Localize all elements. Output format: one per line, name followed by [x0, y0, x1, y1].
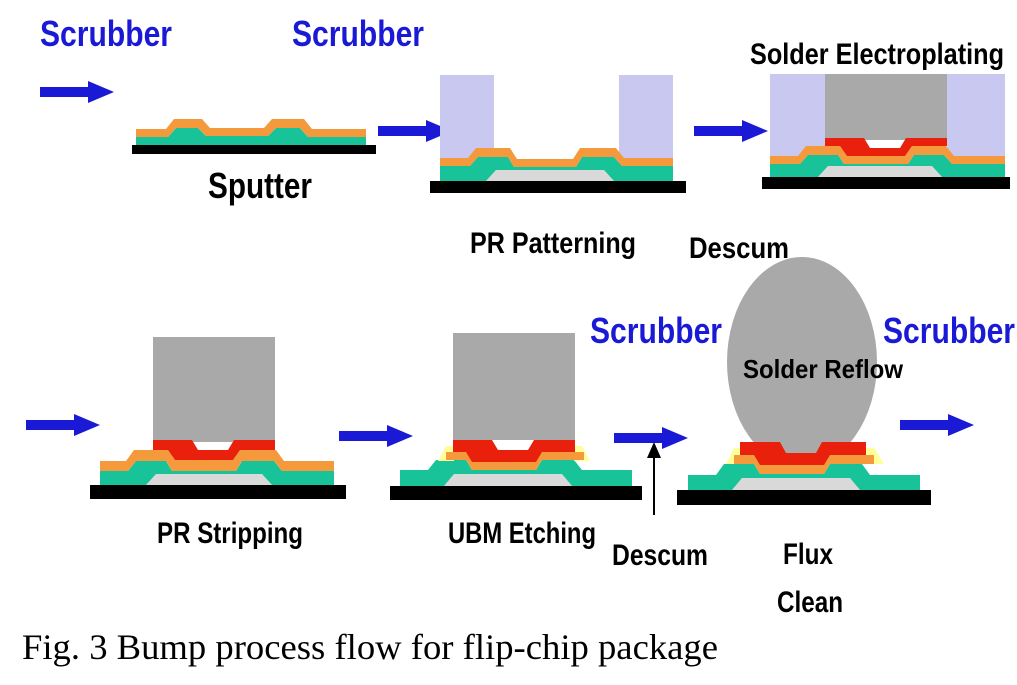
solder-reflow-label: Solder Reflow: [743, 354, 904, 384]
stage-solder-reflow: [677, 257, 931, 505]
stage-ubm-etching: [390, 333, 642, 500]
pr-stripping-label: PR Stripping: [157, 517, 303, 550]
bond-pad: [146, 474, 272, 485]
bond-pad: [818, 166, 942, 177]
bond-pad: [444, 474, 572, 486]
ubm-etching-label: UBM Etching: [448, 517, 596, 550]
stage-pr-patterning: [430, 75, 686, 193]
scrubber-label: Scrubber: [590, 310, 722, 351]
bond-pad: [732, 478, 860, 490]
flow-arrow: [40, 81, 114, 103]
pr-patterning-label: PR Patterning: [470, 227, 636, 260]
descum-label: Descum: [689, 232, 789, 265]
flow-arrow: [900, 414, 974, 436]
solder: [825, 74, 947, 140]
stage-solder-electroplating: [762, 74, 1010, 189]
passivation-layer: [400, 460, 632, 486]
passivation-layer: [136, 128, 366, 145]
substrate: [677, 490, 931, 505]
descum-pointer-arrow: [647, 442, 661, 515]
flow-arrow: [26, 414, 100, 436]
ubm-layer: [770, 146, 1005, 164]
descum-label: Descum: [612, 539, 708, 572]
imc-layer: [825, 138, 947, 156]
imc-layer: [740, 442, 866, 465]
scrubber-label: Scrubber: [292, 13, 424, 54]
scrubber-label: Scrubber: [883, 310, 1015, 351]
figure-caption: Fig. 3 Bump process flow for flip-chip p…: [22, 627, 718, 667]
substrate: [762, 177, 1010, 189]
stage-pr-stripping: [90, 337, 346, 499]
solder: [153, 337, 275, 442]
imc-layer: [453, 440, 575, 462]
passivation-layer: [440, 157, 673, 181]
ubm-layer: [136, 119, 366, 137]
imc-layer: [153, 440, 275, 460]
passivation-layer: [770, 155, 1005, 177]
flow-arrow: [614, 427, 688, 449]
solder-electroplating-label: Solder Electroplating: [750, 38, 1004, 71]
photoresist: [619, 75, 673, 168]
flow-arrow: [339, 425, 413, 447]
ubm-layer: [440, 148, 673, 167]
clean-label: Clean: [777, 586, 843, 619]
passivation-layer: [100, 461, 334, 485]
substrate: [132, 145, 376, 154]
flow-arrow: [694, 120, 768, 142]
solder-ball: [727, 257, 877, 467]
substrate: [90, 485, 346, 499]
stage-sputter: [132, 119, 376, 154]
ubm-layer: [100, 450, 334, 471]
passivation-layer: [688, 464, 920, 490]
substrate: [430, 181, 686, 193]
solder: [453, 333, 575, 440]
substrate: [390, 486, 642, 500]
scrubber-label: Scrubber: [40, 13, 172, 54]
bond-pad: [486, 170, 614, 181]
flux-label: Flux: [783, 538, 833, 571]
sputter-label: Sputter: [208, 165, 312, 206]
photoresist: [947, 74, 1005, 166]
